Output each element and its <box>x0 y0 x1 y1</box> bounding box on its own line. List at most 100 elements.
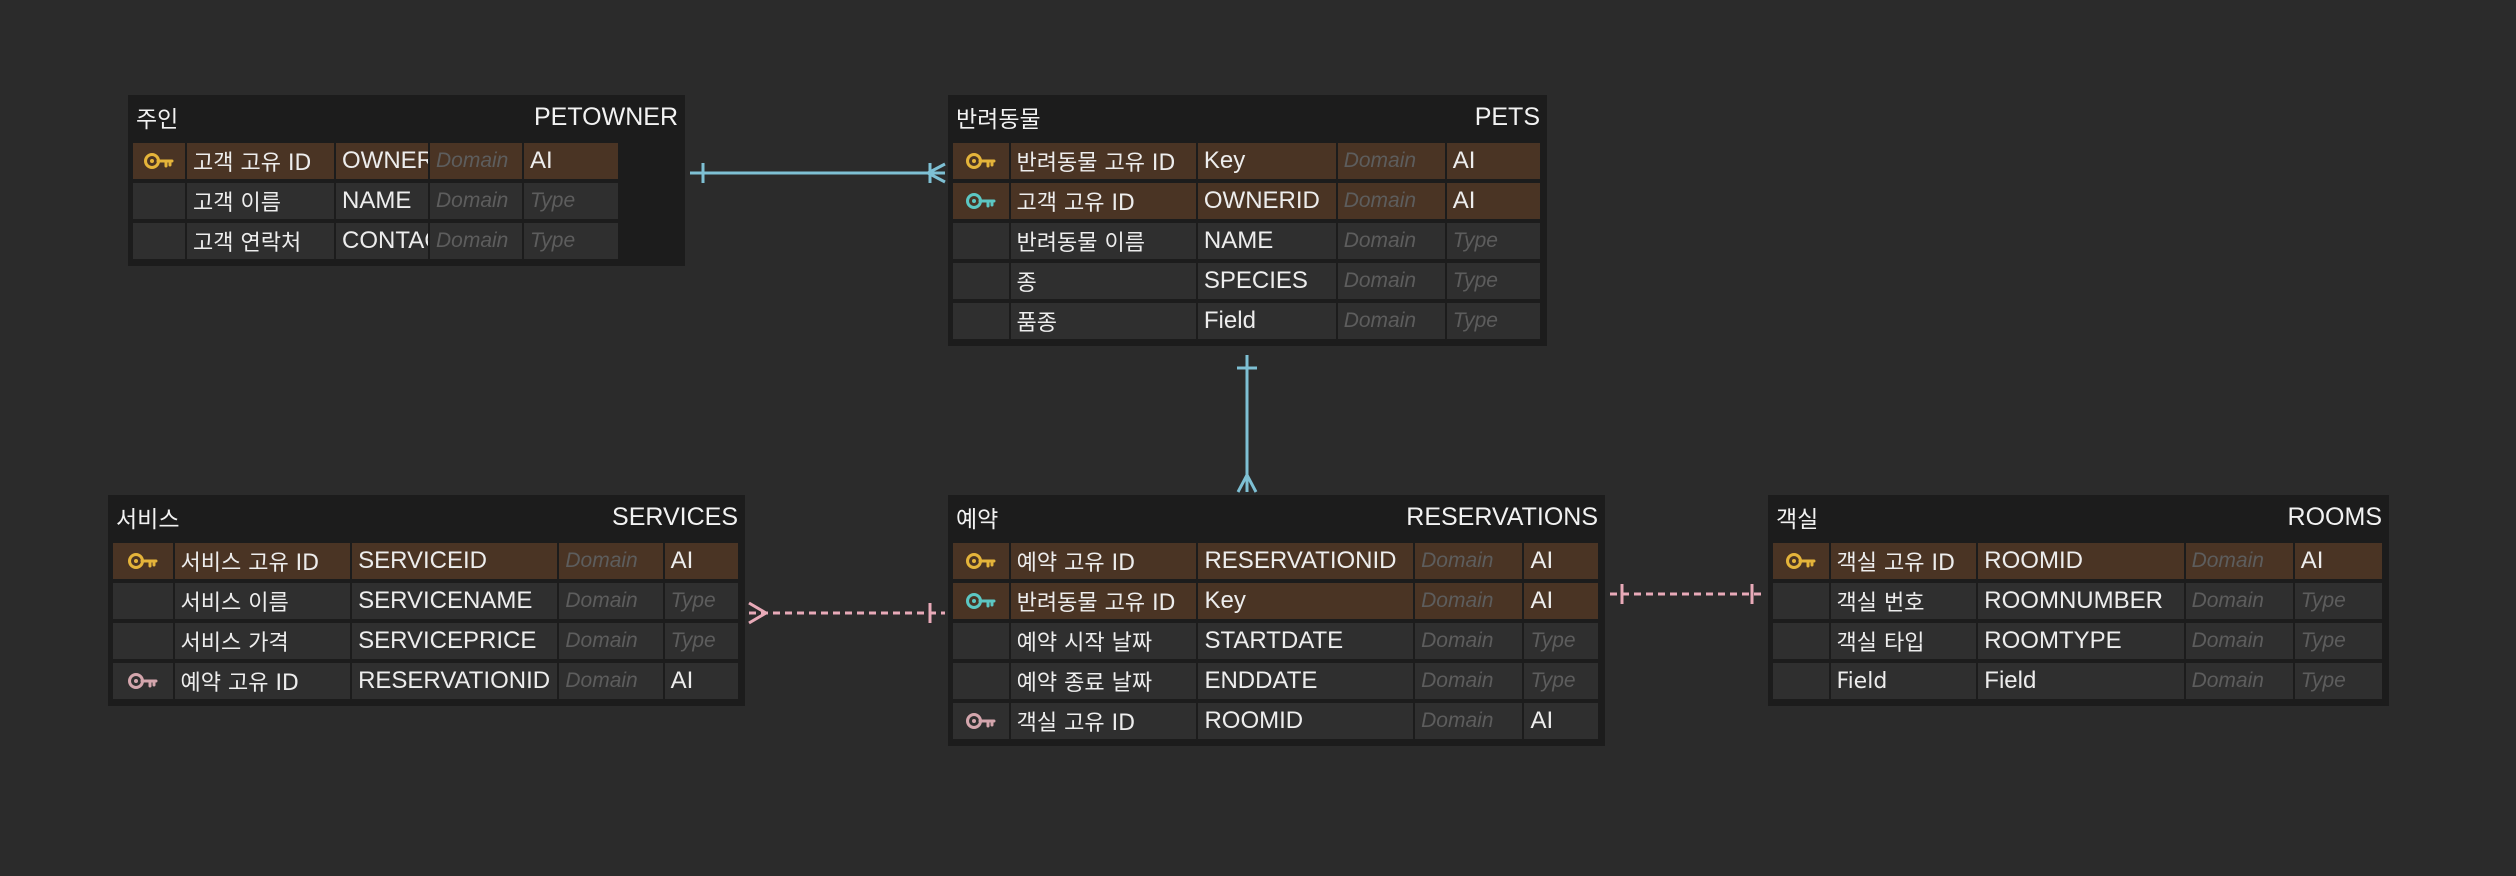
field-label[interactable]: 종 <box>1010 263 1196 299</box>
field-type[interactable]: AI <box>664 663 738 699</box>
field-domain[interactable]: Domain <box>559 663 663 699</box>
field-column-name[interactable]: ROOMNUMBER <box>1978 583 2184 619</box>
field-column-name[interactable]: Field <box>1978 663 2184 699</box>
field-domain[interactable]: Domain <box>559 543 663 579</box>
field-type[interactable]: AI <box>1446 183 1541 219</box>
field-type[interactable]: Type <box>524 183 618 219</box>
field-column-name[interactable]: Field <box>1197 303 1336 339</box>
field-label[interactable]: 예약 고유 ID <box>174 663 351 699</box>
field-label[interactable]: 고객 고유 ID <box>1010 183 1196 219</box>
field-domain[interactable]: Domain <box>2185 583 2293 619</box>
table-row[interactable]: 고객 연락처CONTACTDomainType <box>133 221 680 261</box>
field-column-name[interactable]: NAME <box>336 183 428 219</box>
field-domain[interactable]: Domain <box>1337 303 1445 339</box>
field-type[interactable]: AI <box>1524 583 1599 619</box>
field-domain[interactable]: Domain <box>1337 183 1445 219</box>
field-label[interactable]: 반려동물 고유 ID <box>1010 143 1196 179</box>
field-label[interactable]: 서비스 이름 <box>174 583 351 619</box>
field-label[interactable]: 반려동물 고유 ID <box>1010 583 1197 619</box>
field-domain[interactable]: Domain <box>1415 703 1523 739</box>
field-column-name[interactable]: OWNERID <box>1197 183 1336 219</box>
field-label[interactable]: 고객 연락처 <box>187 223 334 259</box>
field-label[interactable]: 서비스 가격 <box>174 623 351 659</box>
field-column-name[interactable]: CONTACT <box>336 223 428 259</box>
field-column-name[interactable]: SERVICEID <box>352 543 558 579</box>
field-type[interactable]: Type <box>1446 223 1541 259</box>
field-label[interactable]: 예약 종료 날짜 <box>1010 663 1197 699</box>
field-label[interactable]: 객실 번호 <box>1830 583 1977 619</box>
field-type[interactable]: Type <box>2294 583 2382 619</box>
field-domain[interactable]: Domain <box>1415 623 1523 659</box>
field-type[interactable]: Type <box>1524 623 1599 659</box>
field-type[interactable]: AI <box>1446 143 1541 179</box>
field-column-name[interactable]: OWNERID <box>336 143 428 179</box>
field-column-name[interactable]: Key <box>1197 143 1336 179</box>
field-column-name[interactable]: ROOMTYPE <box>1978 623 2184 659</box>
field-domain[interactable]: Domain <box>430 183 522 219</box>
field-label[interactable]: 고객 이름 <box>187 183 334 219</box>
field-label[interactable]: 예약 시작 날짜 <box>1010 623 1197 659</box>
field-column-name[interactable]: RESERVATIONID <box>1198 543 1414 579</box>
field-domain[interactable]: Domain <box>430 223 522 259</box>
field-label[interactable]: Field <box>1830 663 1977 699</box>
field-label[interactable]: 예약 고유 ID <box>1010 543 1197 579</box>
field-type[interactable]: Type <box>2294 663 2382 699</box>
field-domain[interactable]: Domain <box>2185 543 2293 579</box>
field-column-name[interactable]: ROOMID <box>1198 703 1414 739</box>
field-domain[interactable]: Domain <box>1337 263 1445 299</box>
field-column-name[interactable]: Key <box>1198 583 1414 619</box>
field-domain[interactable]: Domain <box>559 583 663 619</box>
field-type[interactable]: Type <box>1524 663 1599 699</box>
field-column-name[interactable]: SPECIES <box>1197 263 1336 299</box>
field-column-name[interactable]: STARTDATE <box>1198 623 1414 659</box>
field-domain[interactable]: Domain <box>1415 583 1523 619</box>
field-label[interactable]: 고객 고유 ID <box>187 143 334 179</box>
field-type[interactable]: AI <box>1524 703 1599 739</box>
field-domain[interactable]: Domain <box>1337 223 1445 259</box>
field-domain[interactable]: Domain <box>1415 663 1523 699</box>
field-type[interactable]: Type <box>2294 623 2382 659</box>
field-domain[interactable]: Domain <box>2185 623 2293 659</box>
field-type[interactable]: Type <box>1446 263 1541 299</box>
field-domain[interactable]: Domain <box>1415 543 1523 579</box>
field-type[interactable]: AI <box>2294 543 2382 579</box>
field-column-name[interactable]: SERVICEPRICE <box>352 623 558 659</box>
field-domain[interactable]: Domain <box>430 143 522 179</box>
field-label[interactable]: 품종 <box>1010 303 1196 339</box>
field-column-name[interactable]: NAME <box>1197 223 1336 259</box>
field-column-name[interactable]: SERVICENAME <box>352 583 558 619</box>
field-label[interactable]: 서비스 고유 ID <box>174 543 351 579</box>
field-label[interactable]: 반려동물 이름 <box>1010 223 1196 259</box>
field-label[interactable]: 객실 고유 ID <box>1010 703 1197 739</box>
field-type[interactable]: AI <box>524 143 618 179</box>
field-column-name[interactable]: ROOMID <box>1978 543 2184 579</box>
